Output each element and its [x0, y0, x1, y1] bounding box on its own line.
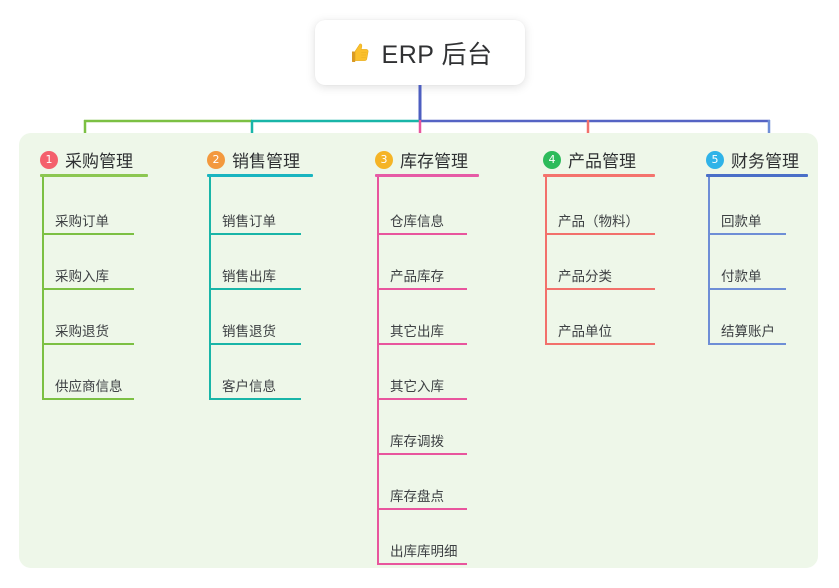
column-underline — [706, 174, 808, 177]
leaf-node-label[interactable]: 销售退货 — [222, 324, 276, 339]
leaf-node-underline — [42, 233, 134, 235]
leaf-node-underline — [377, 563, 467, 565]
leaf-node-label[interactable]: 采购退货 — [55, 324, 109, 339]
leaf-node-label[interactable]: 回款单 — [721, 214, 762, 229]
leaf-node-label[interactable]: 销售出库 — [222, 269, 276, 284]
leaf-node-label[interactable]: 库存盘点 — [390, 489, 444, 504]
column-title: 财务管理 — [731, 152, 799, 171]
column-underline — [543, 174, 655, 177]
leaf-node-underline — [42, 398, 134, 400]
thumbs-up-icon — [348, 41, 372, 65]
column-title: 产品管理 — [568, 152, 636, 171]
leaf-node-underline — [377, 508, 467, 510]
leaf-node-label[interactable]: 付款单 — [721, 269, 762, 284]
root-node-title: ERP 后台 — [381, 40, 493, 69]
column-badge-5: 5 — [706, 150, 724, 169]
column-spine — [377, 177, 379, 563]
leaf-node-underline — [708, 233, 786, 235]
leaf-node-underline — [377, 453, 467, 455]
column-badge-3: 3 — [375, 150, 393, 169]
column-spine — [42, 177, 44, 398]
column-header-3[interactable]: 3 库存管理 — [375, 147, 468, 172]
leaf-node-underline — [708, 343, 786, 345]
column-spine — [209, 177, 211, 398]
leaf-node-underline — [209, 398, 301, 400]
leaf-node-label[interactable]: 客户信息 — [222, 379, 276, 394]
column-header-2[interactable]: 2 销售管理 — [207, 147, 300, 172]
leaf-node-underline — [377, 288, 467, 290]
leaf-node-label[interactable]: 其它出库 — [390, 324, 444, 339]
diagram-panel — [19, 133, 818, 568]
leaf-node-underline — [545, 233, 655, 235]
column-badge-4: 4 — [543, 150, 561, 169]
column-badge-2: 2 — [207, 150, 225, 169]
column-title: 销售管理 — [232, 152, 300, 171]
leaf-node-label[interactable]: 供应商信息 — [55, 379, 123, 394]
leaf-node-label[interactable]: 产品（物料） — [558, 214, 639, 229]
leaf-node-label[interactable]: 采购订单 — [55, 214, 109, 229]
leaf-node-underline — [209, 343, 301, 345]
column-title: 库存管理 — [400, 152, 468, 171]
leaf-node-underline — [209, 288, 301, 290]
leaf-node-label[interactable]: 仓库信息 — [390, 214, 444, 229]
leaf-node-label[interactable]: 采购入库 — [55, 269, 109, 284]
column-spine — [545, 177, 547, 343]
leaf-node-underline — [545, 343, 655, 345]
column-underline — [207, 174, 313, 177]
leaf-node-label[interactable]: 产品库存 — [390, 269, 444, 284]
leaf-node-label[interactable]: 结算账户 — [721, 324, 775, 339]
column-header-4[interactable]: 4 产品管理 — [543, 147, 636, 172]
column-title: 采购管理 — [65, 152, 133, 171]
root-node-content: ERP 后台 — [348, 35, 493, 71]
leaf-node-underline — [377, 343, 467, 345]
column-spine — [708, 177, 710, 343]
leaf-node-underline — [42, 288, 134, 290]
column-header-1[interactable]: 1 采购管理 — [40, 147, 133, 172]
leaf-node-label[interactable]: 产品分类 — [558, 269, 612, 284]
column-badge-1: 1 — [40, 150, 58, 169]
column-underline — [375, 174, 479, 177]
column-header-5[interactable]: 5 财务管理 — [706, 147, 799, 172]
leaf-node-label[interactable]: 出库库明细 — [390, 544, 458, 559]
leaf-node-underline — [708, 288, 786, 290]
leaf-node-underline — [42, 343, 134, 345]
column-underline — [40, 174, 148, 177]
leaf-node-label[interactable]: 产品单位 — [558, 324, 612, 339]
leaf-node-underline — [377, 398, 467, 400]
leaf-node-label[interactable]: 其它入库 — [390, 379, 444, 394]
leaf-node-underline — [545, 288, 655, 290]
leaf-node-label[interactable]: 库存调拨 — [390, 434, 444, 449]
leaf-node-underline — [209, 233, 301, 235]
leaf-node-label[interactable]: 销售订单 — [222, 214, 276, 229]
leaf-node-underline — [377, 233, 467, 235]
root-node-card[interactable]: ERP 后台 — [315, 20, 525, 85]
